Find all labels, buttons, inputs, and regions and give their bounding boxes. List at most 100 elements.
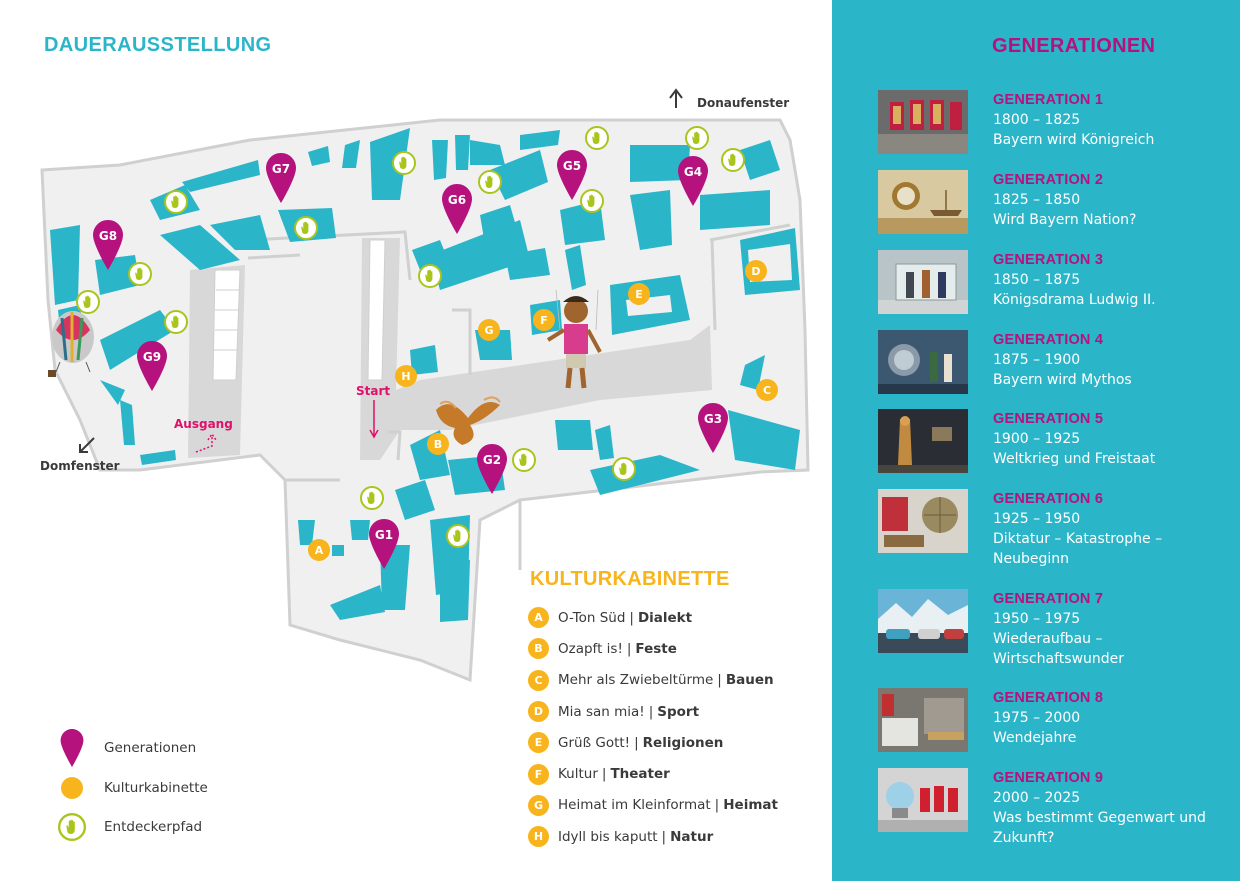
generation-thumbnail — [878, 330, 968, 394]
kabinett-name: Grüß Gott! — [558, 734, 631, 751]
generation-name: GENERATION 6 — [993, 491, 1104, 507]
kabinett-topic: Dialekt — [637, 609, 693, 626]
generation-thumbnail — [878, 409, 968, 473]
kabinett-name: Idyll bis kaputt — [558, 828, 658, 845]
kabinett-dot-a[interactable]: A — [308, 539, 330, 561]
list-item: D Mia san mia! | Sport — [528, 696, 778, 727]
legend-label: Kulturkabinette — [104, 780, 208, 796]
exhibit-areas — [50, 128, 800, 622]
generation-pin-g3[interactable]: G3 — [698, 403, 728, 453]
generation-thumbnail — [878, 768, 968, 832]
arrow-up-icon — [195, 432, 217, 453]
generation-desc: Was bestimmt Gegenwart und Zukunft? — [993, 810, 1206, 846]
domfenster-label: Domfenster — [40, 437, 120, 473]
kabinett-dot-g[interactable]: G — [478, 319, 500, 341]
entdeckerpfad-hand-icon — [418, 264, 442, 288]
svg-text:B: B — [434, 438, 442, 451]
kabinett-dot-f[interactable]: F — [533, 309, 555, 331]
kabinett-badge: G — [528, 794, 549, 816]
generation-desc: Wiederaufbau – Wirtschaftswunder — [993, 631, 1125, 667]
generation-pin-g8[interactable]: G8 — [93, 220, 123, 270]
kabinett-topic: Bauen — [725, 672, 774, 689]
kabinett-dot-b[interactable]: B — [427, 433, 449, 455]
svg-text:Start: Start — [356, 384, 390, 398]
kabinett-badge: H — [528, 826, 549, 848]
generation-years: 2000 – 2025 — [993, 790, 1081, 806]
generation-years: 1825 – 1850 — [993, 192, 1081, 208]
entdeckerpfad-hand-icon — [164, 310, 188, 334]
generation-name: GENERATION 3 — [993, 252, 1104, 268]
generation-pin-g9[interactable]: G9 — [137, 341, 167, 391]
generation-desc: Wendejahre — [993, 730, 1077, 746]
kabinett-badge: E — [528, 732, 549, 754]
eagle-figure-illustration — [436, 396, 501, 445]
generation-desc: Königsdrama Ludwig II. — [993, 292, 1156, 308]
svg-text:Ausgang: Ausgang — [174, 417, 233, 431]
entdeckerpfad-hand-icon — [512, 448, 536, 472]
generation-pin-g6[interactable]: G6 — [442, 184, 472, 234]
svg-text:G7: G7 — [272, 162, 290, 176]
separator: | — [714, 797, 720, 814]
generation-name: GENERATION 1 — [993, 92, 1104, 108]
generation-pin-g1[interactable]: G1 — [369, 519, 399, 569]
separator: | — [601, 766, 607, 783]
generation-pins: G1 G2 G3 G4 G5 G6 G7 G8 G9 — [93, 150, 728, 569]
stairs-center — [367, 239, 386, 381]
generation-years: 1950 – 1975 — [993, 611, 1081, 627]
svg-text:G3: G3 — [704, 412, 722, 426]
generation-desc: Diktatur – Katastrophe – Neubeginn — [993, 531, 1163, 567]
kabinett-dot-c[interactable]: C — [756, 379, 778, 401]
svg-text:G2: G2 — [483, 453, 501, 467]
separator: | — [717, 672, 722, 689]
list-item: C Mehr als Zwiebeltürme | Bauen — [528, 665, 778, 696]
entdeckerpfad-hand-icon — [612, 457, 636, 481]
svg-text:E: E — [635, 288, 643, 301]
generation-name: GENERATION 4 — [993, 332, 1104, 348]
list-item: B Ozapft is! | Feste — [528, 633, 778, 664]
floor-plan-map: A B C D E F G H G1 G2 G3 G4 G5 G6 G7 G8 … — [40, 88, 810, 683]
svg-text:G8: G8 — [99, 229, 117, 243]
generation-thumbnail — [878, 489, 968, 553]
svg-text:A: A — [315, 544, 324, 557]
generation-pin-g5[interactable]: G5 — [557, 150, 587, 200]
svg-text:G1: G1 — [375, 528, 393, 542]
puppet-illustration — [546, 289, 602, 389]
kabinett-dot-e[interactable]: E — [628, 283, 650, 305]
kulturkabinett-markers: A B C D E F G H — [308, 260, 778, 561]
generation-desc: Weltkrieg und Freistaat — [993, 451, 1156, 467]
svg-text:G6: G6 — [448, 193, 466, 207]
entdeckerpfad-hand-icon — [360, 486, 384, 510]
kabinett-dot-d[interactable]: D — [745, 260, 767, 282]
entdeckerpfad-hand-icon — [392, 151, 416, 175]
kabinett-name: Mia san mia! — [558, 703, 645, 720]
svg-text:C: C — [763, 384, 771, 397]
kabinett-dot-h[interactable]: H — [395, 365, 417, 387]
generation-years: 1800 – 1825 — [993, 112, 1081, 128]
generation-desc: Wird Bayern Nation? — [993, 212, 1137, 228]
kabinett-topic: Feste — [635, 640, 677, 657]
list-item: G Heimat im Kleinformat | Heimat — [528, 790, 778, 821]
generation-pin-g4[interactable]: G4 — [678, 156, 708, 206]
svg-text:H: H — [401, 370, 410, 383]
start-label: Start — [356, 384, 390, 439]
list-item: F Kultur | Theater — [528, 758, 778, 789]
generationen-panel: GENERATIONEN GENERATION 1 1800 – 1825 Ba… — [832, 0, 1240, 881]
entdeckerpfad-hand-icon — [580, 189, 604, 213]
arrow-down-icon — [369, 400, 379, 439]
kabinett-name: Heimat im Kleinformat — [558, 797, 711, 814]
generation-pin-g7[interactable]: G7 — [266, 153, 296, 203]
kabinett-topic: Heimat — [723, 797, 778, 814]
generation-thumbnail — [878, 170, 968, 234]
ausgang-label: Ausgang — [174, 417, 233, 453]
hot-air-balloon-illustration — [48, 311, 94, 377]
entdeckerpfad-hand-icon — [446, 524, 470, 548]
separator: | — [626, 640, 632, 657]
separator: | — [634, 734, 639, 751]
generation-years: 1900 – 1925 — [993, 431, 1081, 447]
separator: | — [661, 828, 667, 845]
entdeckerpfad-hand-icon — [294, 216, 318, 240]
kabinett-badge: C — [528, 669, 549, 691]
generation-pin-icon — [56, 729, 88, 767]
generation-name: GENERATION 5 — [993, 411, 1104, 427]
generation-pin-g2[interactable]: G2 — [477, 444, 507, 494]
